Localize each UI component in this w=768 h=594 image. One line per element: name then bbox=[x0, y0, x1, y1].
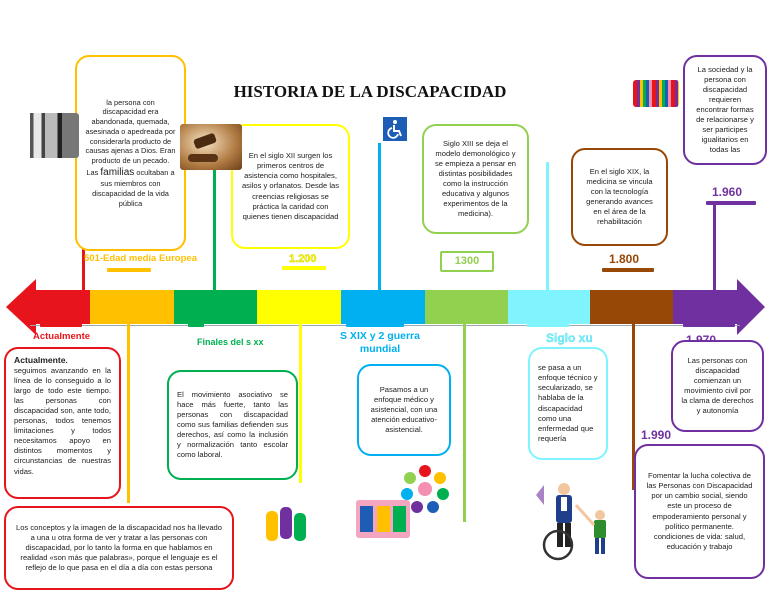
label-underline bbox=[346, 323, 404, 327]
timeline-segment-green bbox=[174, 290, 257, 324]
edad-media-text: la persona con discapacidad era abandona… bbox=[85, 97, 176, 208]
timeline-segment-lightgreen bbox=[425, 290, 508, 324]
wheelchair-icon bbox=[383, 117, 407, 141]
label-underline bbox=[683, 323, 735, 327]
siglo-xv-box: se pasa a un enfoque técnico y seculariz… bbox=[528, 347, 608, 460]
actualmente-box: Actualmente.seguimos avanzando en la lín… bbox=[4, 347, 121, 499]
timeline-segment-cyan bbox=[508, 290, 590, 324]
wheelchair-person-illustration bbox=[530, 475, 620, 565]
label-edad-media: 501-Edad media Europea bbox=[84, 253, 197, 264]
siglo-1200-box: En el siglo XII surgen los primeros cent… bbox=[231, 124, 350, 249]
accessibility-icons-grid bbox=[356, 500, 410, 538]
label-underline bbox=[188, 323, 204, 327]
disability-icons-circle bbox=[400, 464, 450, 514]
connector-line bbox=[546, 162, 549, 291]
label-underline bbox=[527, 323, 569, 327]
sxix-box: Pasamos a un enfoque médico y asistencia… bbox=[357, 364, 451, 456]
actualmente-text: Actualmente.seguimos avanzando en la lín… bbox=[14, 355, 111, 476]
prison-photo bbox=[22, 113, 79, 158]
timeline-segment-blue bbox=[341, 290, 425, 324]
siglo-1990-box: Fomentar la lucha colectiva de las Perso… bbox=[634, 444, 765, 579]
timeline-arrow-right-head bbox=[737, 279, 765, 335]
siglo-1300-box: Siglo XIII se deja el modelo demonológic… bbox=[422, 124, 529, 234]
page-title: HISTORIA DE LA DISCAPACIDAD bbox=[233, 82, 507, 101]
disability-icons bbox=[266, 507, 308, 543]
conceptos-box: Los conceptos y la imagen de la discapac… bbox=[4, 506, 234, 590]
label-1200: 1.200 bbox=[289, 253, 317, 265]
timeline-segment-red bbox=[36, 290, 90, 324]
finales-box: El movimiento asociativo se hace más fue… bbox=[167, 370, 298, 480]
label-underline bbox=[40, 323, 82, 327]
label-finales: Finales del s xx bbox=[197, 337, 264, 347]
label-underline bbox=[602, 268, 654, 272]
connector-line bbox=[213, 129, 216, 291]
gavel-photo bbox=[180, 124, 242, 170]
connector-line bbox=[632, 316, 635, 490]
connector-line bbox=[713, 203, 716, 291]
label-1990: 1.990 bbox=[641, 428, 672, 442]
timeline-segment-brown bbox=[590, 290, 673, 324]
timeline-segment-yellow bbox=[257, 290, 341, 324]
connector-line bbox=[299, 323, 302, 483]
label-siglo-xv: Siglo xu bbox=[546, 331, 593, 345]
label-underline bbox=[282, 266, 326, 270]
timeline-segment-purple bbox=[673, 290, 738, 324]
siglo-1960-box: La sociedad y la persona con discapacida… bbox=[683, 55, 767, 165]
label-1960: 1.960 bbox=[712, 185, 743, 199]
timeline-segment-orange bbox=[90, 290, 174, 324]
siglo-1970-box: Las personas con discapacidad comienzan … bbox=[671, 340, 764, 432]
crowd-illustration bbox=[633, 80, 679, 107]
label-underline bbox=[107, 268, 151, 272]
connector-line bbox=[378, 143, 381, 291]
edad-media-box: la persona con discapacidad era abandona… bbox=[75, 55, 186, 251]
label-sxix: S XIX y 2 guerra mundial bbox=[340, 330, 420, 356]
connector-line bbox=[127, 323, 130, 503]
connector-line bbox=[463, 316, 466, 522]
label-1800: 1.800 bbox=[609, 252, 640, 266]
siglo-1800-box: En el siglo XIX, la medicina se vincula … bbox=[571, 148, 668, 246]
label-1300: 1300 bbox=[440, 251, 494, 272]
label-actualmente: Actualmente bbox=[33, 331, 91, 342]
timeline-arrow-left-head bbox=[6, 279, 36, 335]
label-underline bbox=[706, 201, 756, 205]
